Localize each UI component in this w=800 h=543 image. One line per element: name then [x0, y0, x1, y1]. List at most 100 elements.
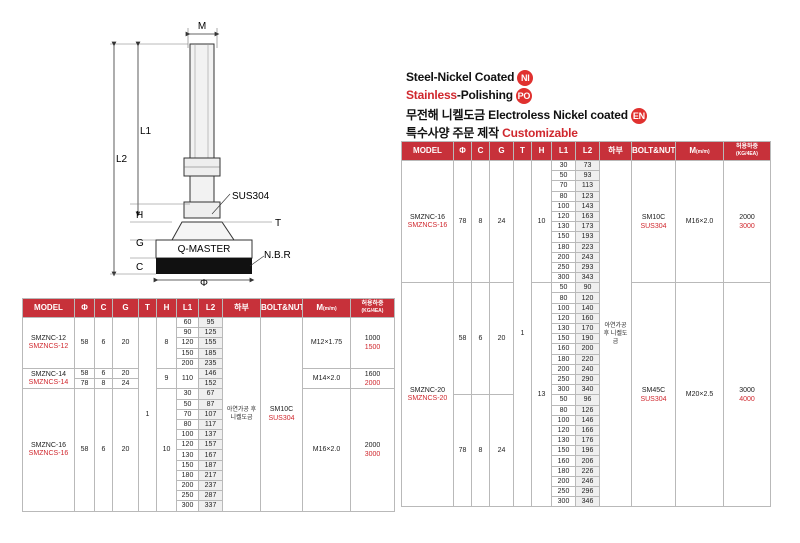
hdr-c: C [471, 141, 490, 161]
l1-cell: 300 [551, 272, 576, 284]
l1-cell: 120 [551, 210, 576, 223]
l1-cell: 120 [176, 337, 199, 349]
load-cell-b: 3000 [739, 222, 755, 230]
phi-cell: 78 [453, 394, 472, 508]
model-std: SMZNC-16 [409, 213, 445, 221]
l2-cell: 157 [198, 439, 223, 451]
hdr-m-unit: (m/m) [323, 306, 337, 312]
l1-cell: 150 [176, 347, 199, 359]
l2-cell: 187 [198, 459, 223, 471]
l2-cell: 196 [575, 445, 600, 457]
model-std: SMZNC-12 [30, 334, 66, 342]
hdr-load-unit: (KG/4EA) [361, 308, 384, 314]
l1-cell: 250 [551, 485, 576, 498]
hdr-m-unit: (m/m) [696, 149, 710, 155]
l2-cell: 176 [575, 435, 600, 447]
c-cell: 6 [94, 367, 113, 380]
g-cell: 20 [112, 367, 139, 380]
model-std: SMZNC-16 [30, 441, 66, 449]
dim-h: H [136, 210, 143, 221]
l2-cell: 190 [575, 333, 600, 345]
dim-c: C [136, 262, 143, 273]
l1-cell: 200 [176, 357, 199, 369]
hdr-l2: L2 [198, 298, 223, 318]
t-cell: 1 [138, 317, 157, 512]
g-cell: 20 [112, 388, 139, 512]
hdr-t: T [138, 298, 157, 318]
l2-cell: 217 [198, 469, 223, 482]
l1-cell: 70 [176, 408, 199, 420]
hdr-load: 허용하중(KG/4EA) [723, 141, 771, 161]
bolt-cell-a: SM45C [641, 386, 666, 394]
load-cell-a: 3000 [739, 386, 755, 394]
header-row: MODEL Φ C G T H L1 L2 하부 BOLT&NUT M(m/m)… [22, 298, 395, 318]
legend-stainless-word: Stainless [406, 88, 457, 103]
l2-cell: 167 [198, 449, 223, 461]
legend-nickel-text: Steel-Nickel Coated [406, 70, 515, 85]
legend-custom: 특수사양 주문 제작 Customizable [406, 124, 578, 141]
c-cell: 8 [94, 378, 113, 390]
load-cell-a: 1000 [364, 334, 381, 342]
l1-cell: 180 [551, 241, 576, 253]
g-cell: 24 [489, 394, 514, 508]
dim-t: T [275, 218, 281, 229]
l1-cell: 50 [176, 398, 199, 410]
l1-cell: 200 [551, 475, 576, 488]
l2-cell: 206 [575, 455, 600, 467]
phi-cell: 58 [453, 282, 472, 396]
material-cell: 아연가공 후 니켈도금 [599, 159, 632, 508]
l2-cell: 67 [198, 388, 223, 400]
l2-cell: 155 [198, 337, 223, 349]
hdr-g: G [112, 298, 139, 318]
l1-cell: 150 [551, 231, 576, 243]
hdr-l1: L1 [176, 298, 199, 318]
phi-cell: 58 [74, 367, 95, 380]
dim-l1: L1 [140, 126, 152, 137]
po-badge: PO [515, 88, 532, 104]
l2-cell: 185 [198, 347, 223, 359]
l2-cell: 96 [575, 394, 600, 406]
hdr-l2: L2 [575, 141, 600, 161]
hdr-material: 하부 [599, 141, 632, 161]
l2-cell: 163 [575, 210, 600, 223]
l1-cell: 130 [551, 221, 576, 233]
c-cell: 8 [471, 159, 490, 284]
hdr-h: H [531, 141, 552, 161]
h-cell: 10 [531, 159, 552, 284]
l2-cell: 240 [575, 363, 600, 375]
load-cell-a: 2000 [364, 441, 381, 449]
hdr-load: 허용하중(KG/4EA) [350, 298, 395, 318]
l2-cell: 346 [575, 496, 600, 508]
header-row: MODEL Φ C G T H L1 L2 하부 BOLT&NUT M(m/m)… [401, 141, 771, 161]
l2-cell: 120 [575, 292, 600, 304]
brand-label: Q-MASTER [178, 244, 231, 255]
l1-cell: 150 [551, 333, 576, 345]
c-cell: 6 [471, 282, 490, 396]
sus-label: SUS304 [232, 191, 270, 202]
h-cell: 8 [156, 317, 177, 369]
hdr-load-unit: (KG/4EA) [736, 151, 758, 157]
hdr-m: M(m/m) [675, 141, 724, 161]
l1-cell: 130 [176, 449, 199, 461]
l2-cell: 140 [575, 302, 600, 314]
m-cell: M14×2.0 [302, 367, 351, 390]
hdr-model: MODEL [401, 141, 454, 161]
l1-cell: 100 [551, 414, 576, 426]
l2-cell: 117 [198, 418, 223, 431]
l1-cell: 30 [176, 388, 199, 400]
legend-custom-text: 특수사양 주문 제작 [406, 126, 499, 140]
l1-cell: 200 [551, 363, 576, 375]
l1-cell: 250 [551, 373, 576, 386]
